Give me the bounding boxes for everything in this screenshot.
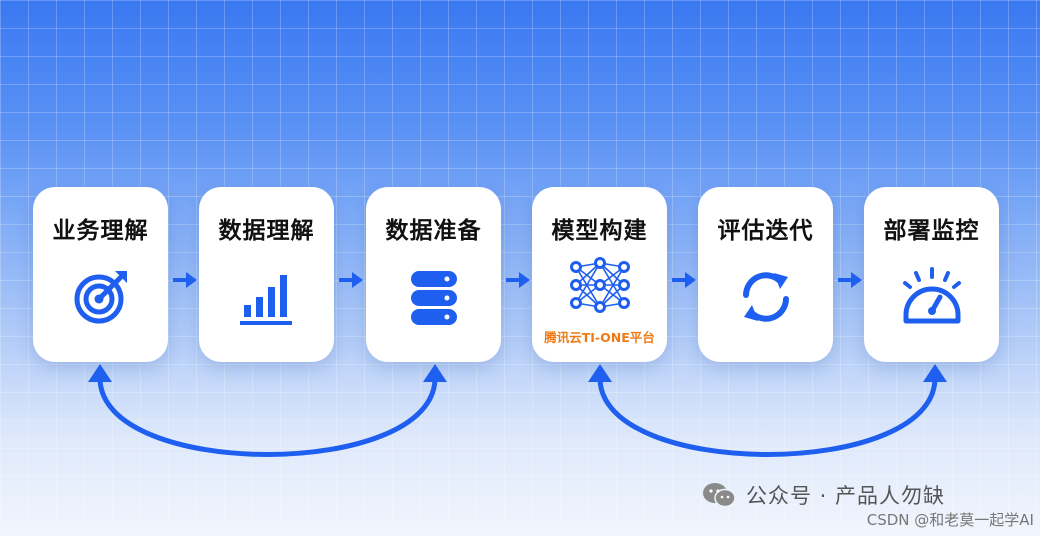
step-card-evaluation-iteration: 评估迭代 [698,187,833,362]
bar-chart-icon [235,265,299,329]
feedback-loop-left [88,364,447,457]
step-card-data-preparation: 数据准备 [366,187,501,362]
step-title: 数据准备 [385,218,482,244]
step-card-deployment-monitoring: 部署监控 [864,187,999,362]
wechat-account-text: 公众号 · 产品人勿缺 [746,484,946,508]
step-title: 数据理解 [218,218,315,244]
feedback-loop-right [588,364,947,457]
flow-arrow-4 [672,272,696,288]
wechat-watermark: 公众号 · 产品人勿缺 [702,480,945,510]
step-title: 部署监控 [883,218,980,244]
platform-label: 腾讯云TI-ONE平台 [544,330,655,345]
gauge-icon [900,265,964,329]
flow-arrow-3 [506,272,530,288]
neural-network-icon [568,253,632,317]
step-card-model-building: 模型构建 腾讯云TI-ONE平台 [532,187,667,362]
database-icon [402,265,466,329]
csdn-watermark: CSDN @和老莫一起学AI [866,511,1034,529]
flow-arrow-2 [339,272,363,288]
flow-arrow-1 [173,272,197,288]
target-icon [69,265,133,329]
step-card-data-understanding: 数据理解 [199,187,334,362]
step-card-business-understanding: 业务理解 [33,187,168,362]
step-title: 业务理解 [52,218,149,244]
step-title: 评估迭代 [717,218,814,244]
refresh-icon [734,265,798,329]
flow-arrow-5 [838,272,862,288]
step-title: 模型构建 [551,218,648,244]
wechat-icon [703,483,736,508]
